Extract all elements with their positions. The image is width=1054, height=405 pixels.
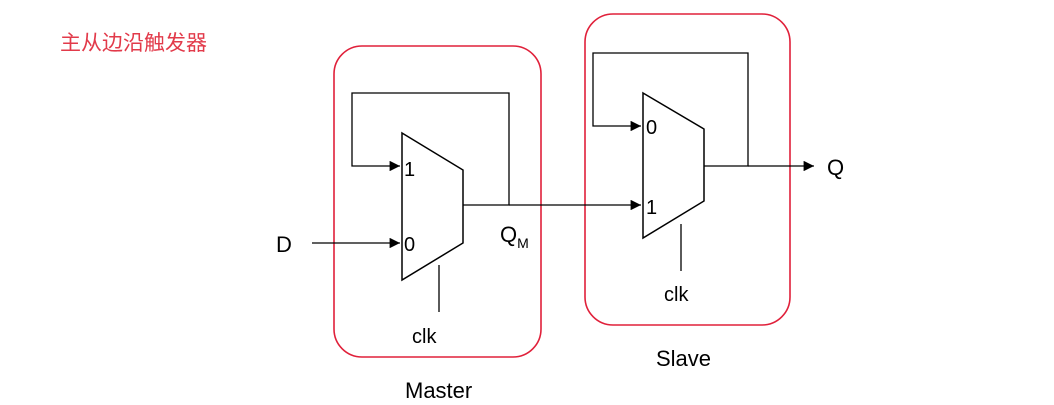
master-mux-input-0-label: 0 [404, 234, 415, 256]
input-d-label: D [276, 232, 292, 257]
master-mux-input-1-label: 1 [404, 159, 415, 181]
master-clk-label: clk [412, 326, 437, 348]
slave-mux-input-1-label: 1 [646, 197, 657, 219]
slave-clk-label: clk [664, 284, 689, 306]
slave-mux-input-0-label: 0 [646, 117, 657, 139]
master-feedback-wire [351, 92, 510, 206]
master-caption: Master [405, 378, 472, 403]
slave-feedback-wire [592, 52, 749, 167]
master-box [333, 45, 542, 358]
slave-box [584, 13, 791, 326]
diagram-title: 主从边沿触发器 [60, 31, 207, 55]
slave-mux [642, 91, 705, 240]
qm-label: QM [500, 222, 529, 251]
output-q-label: Q [827, 155, 844, 180]
master-mux [401, 131, 464, 282]
slave-caption: Slave [656, 346, 711, 371]
